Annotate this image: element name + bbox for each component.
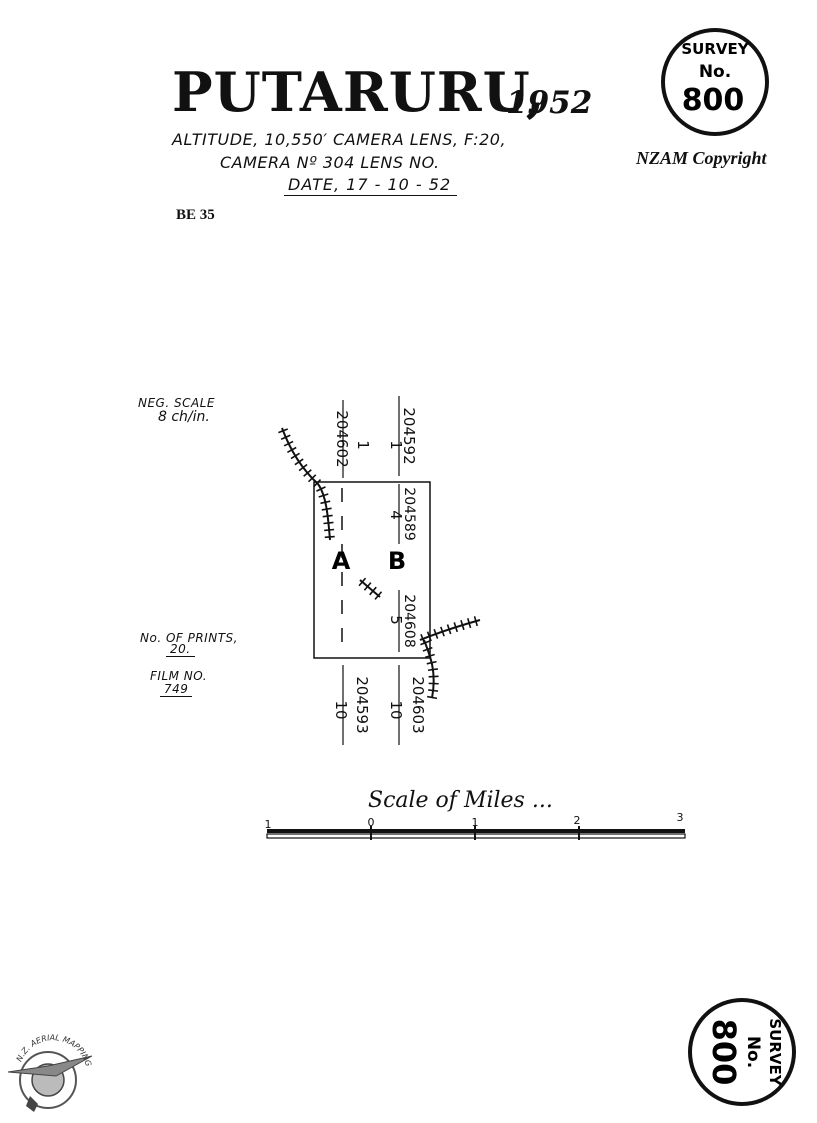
- altitude-line: ALTITUDE, 10,550′ CAMERA LENS, F:20,: [172, 130, 507, 149]
- railway-tick: [298, 463, 308, 472]
- mid-upper-frame: 4: [387, 510, 405, 520]
- company-logo: N.Z. AERIAL MAPPING LTD.: [0, 0, 93, 1112]
- railway-tick: [303, 469, 312, 477]
- railway-tick: [294, 458, 304, 466]
- railway-tick: [323, 521, 334, 525]
- railway-tick: [460, 620, 465, 631]
- railway-tick: [320, 500, 331, 505]
- railway-tick: [453, 622, 459, 633]
- scale-tick-0: 1: [265, 818, 272, 831]
- railway-tick: [290, 452, 300, 460]
- railway-tick: [280, 434, 291, 441]
- stamp-bottom-line1: SURVEY: [766, 1018, 784, 1086]
- run-b-label: B: [388, 547, 406, 575]
- camera-line: CAMERA Nº 304 LENS NO.: [220, 153, 440, 172]
- neg-scale-label: NEG. SCALE: [138, 396, 215, 410]
- top-a-frame: 1: [354, 440, 372, 450]
- railway-tick: [426, 660, 437, 665]
- railway-tick: [440, 626, 445, 637]
- bottom-b-ref: 204603: [409, 676, 427, 733]
- svg-text:N.Z. AERIAL MAPPING LTD.: N.Z. AERIAL MAPPING LTD.: [0, 0, 93, 1067]
- railway-tick: [433, 628, 439, 639]
- scale-tick-2: 1: [472, 816, 479, 829]
- railway-tick: [283, 440, 294, 447]
- railway-tick: [424, 653, 435, 659]
- railway-tick: [374, 591, 383, 600]
- railway-tick: [363, 582, 372, 591]
- top-b-ref: 204592: [400, 407, 418, 464]
- date-line: DATE, 17 - 10 - 52: [284, 175, 458, 196]
- prints-value: 20.: [166, 642, 195, 657]
- railway-tick: [427, 695, 438, 700]
- stamp-bottom-line2: No.: [743, 1036, 763, 1068]
- railway-tick: [313, 478, 322, 488]
- railway-tick: [427, 668, 438, 672]
- run-a-label: A: [332, 547, 351, 575]
- top-b-frame: 1: [387, 440, 405, 450]
- railway-tick: [278, 428, 289, 434]
- coverage-rectangle: [313, 481, 431, 659]
- railway-tick: [473, 616, 478, 627]
- railway-tick: [428, 689, 439, 692]
- railway-tick: [322, 514, 333, 518]
- stamp-bottom-number: 800: [705, 1019, 743, 1086]
- mid-upper-ref: 204589: [401, 487, 417, 540]
- prints-label: No. OF PRINTS,: [140, 631, 238, 645]
- railway-tick: [287, 446, 297, 453]
- title-year: 1952: [506, 85, 593, 121]
- mid-lower-ref: 204608: [401, 594, 417, 647]
- stamp-top-number: 800: [682, 83, 745, 118]
- film-label: FILM NO.: [150, 669, 208, 683]
- railway-ticks: [278, 428, 478, 700]
- copyright-notice: NZAM Copyright: [636, 148, 767, 168]
- stamp-top-line2: No.: [699, 62, 731, 82]
- railway-tick: [316, 486, 326, 492]
- scale-bar-title: Scale of Miles ...: [368, 788, 553, 813]
- top-a-ref: 204602: [333, 410, 351, 467]
- bottom-b-frame: 10: [387, 700, 405, 719]
- survey-stamp-bottom: SURVEY No. 800: [688, 998, 796, 1106]
- scale-tick-4: 3: [677, 811, 684, 824]
- railway-tick: [321, 507, 332, 511]
- railway-tick: [420, 633, 426, 644]
- reference-code: BE 35: [176, 207, 215, 223]
- scale-tick-1: 0: [368, 816, 375, 829]
- railway-tick: [446, 624, 452, 635]
- railway-tick: [358, 577, 367, 587]
- bottom-a-frame: 10: [332, 700, 350, 719]
- railway-tick: [318, 493, 329, 498]
- survey-stamp-top: SURVEY No. 800: [661, 28, 769, 136]
- film-value: 749: [160, 682, 193, 697]
- railway-tick: [426, 631, 432, 642]
- railway-tick: [420, 640, 431, 646]
- railway-tick: [307, 474, 317, 483]
- railway-tick: [324, 535, 335, 539]
- railway-tick: [324, 528, 335, 532]
- mid-lower-frame: 5: [387, 615, 405, 625]
- railway-tick: [422, 646, 433, 652]
- railway-tick: [466, 618, 472, 629]
- bottom-a-ref: 204593: [353, 676, 371, 733]
- neg-scale-value: 8 ch/in.: [158, 409, 210, 425]
- scale-bar: 1 0 1 2 3: [265, 811, 686, 840]
- railway-tick: [369, 586, 377, 596]
- scale-tick-3: 2: [574, 814, 581, 827]
- stamp-top-line1: SURVEY: [681, 40, 749, 58]
- page-title: PUTARURU,: [172, 60, 546, 124]
- logo-text: N.Z. AERIAL MAPPING LTD.: [0, 0, 93, 1067]
